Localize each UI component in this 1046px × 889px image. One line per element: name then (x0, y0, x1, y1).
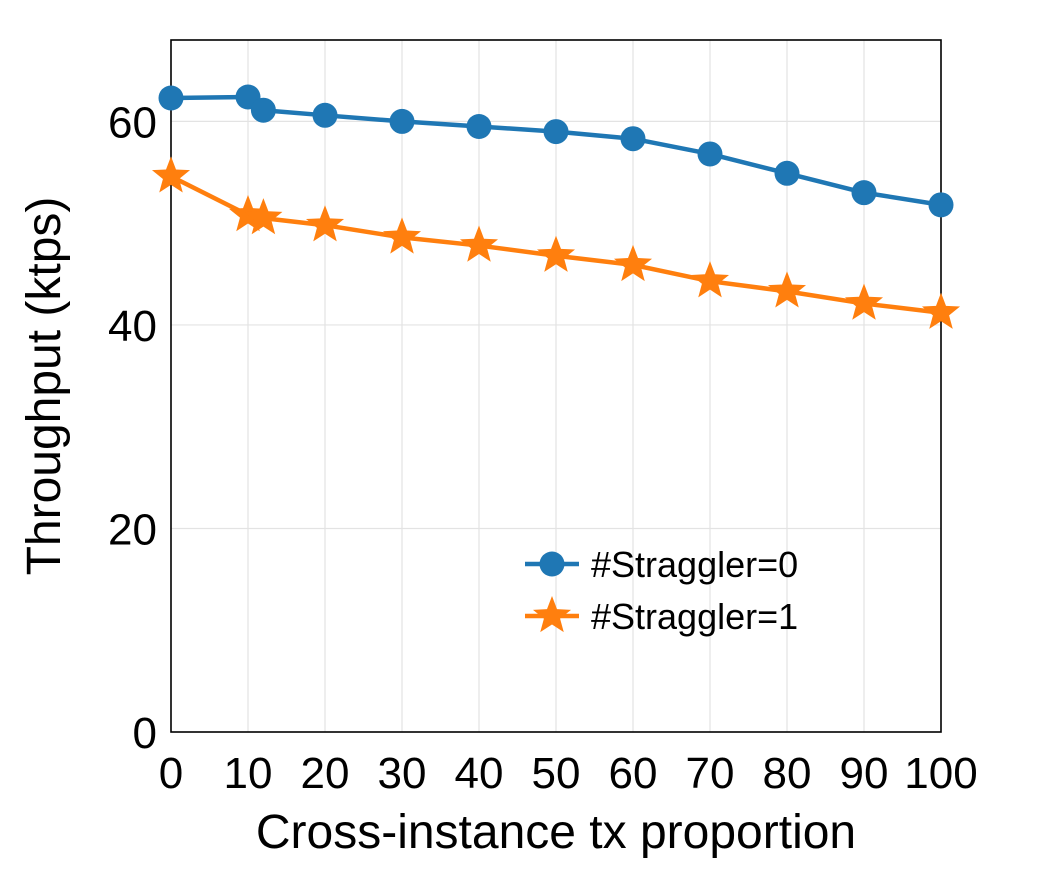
legend-marker-star (532, 596, 572, 633)
grid-lines (171, 40, 941, 732)
plot-frame (170, 39, 942, 733)
legend-marker-circle (539, 551, 565, 577)
data-point-circle (543, 119, 569, 145)
data-point-circle (774, 160, 800, 186)
x-tick-label: 30 (378, 749, 427, 798)
x-tick-label: 60 (609, 749, 658, 798)
y-tick-label: 60 (108, 98, 157, 147)
series-group (151, 156, 961, 329)
y-tick-label: 40 (108, 302, 157, 351)
legend-label: #Straggler=0 (591, 544, 798, 585)
x-tick-label: 90 (840, 749, 889, 798)
data-point-circle (250, 97, 276, 123)
data-point-circle (312, 102, 338, 128)
data-point-star (844, 283, 884, 320)
x-tick-label: 80 (763, 749, 812, 798)
x-tick-label: 0 (159, 749, 183, 798)
legend-entry: #Straggler=1 (525, 596, 798, 637)
data-point-circle (466, 114, 492, 139)
x-tick-label: 70 (686, 749, 735, 798)
y-axis-title: Throughput (ktps) (18, 197, 71, 576)
legend: #Straggler=0 #Straggler=1 (525, 544, 798, 637)
data-point-star (244, 198, 283, 235)
data-point-circle (620, 126, 646, 152)
x-tick-label: 10 (224, 749, 273, 798)
data-point-circle (851, 180, 877, 206)
data-point-star (382, 217, 422, 254)
data-point-star (305, 205, 345, 242)
legend-label: #Straggler=1 (591, 596, 798, 637)
series-group (158, 84, 954, 218)
data-point-star (613, 244, 653, 282)
data-point-star (690, 261, 730, 298)
y-tick-label: 0 (133, 709, 157, 758)
x-tick-label: 40 (455, 749, 504, 798)
series-layer (151, 84, 961, 329)
data-point-star (459, 225, 499, 262)
data-point-star (536, 235, 576, 272)
data-point-circle (697, 141, 723, 167)
data-point-star (767, 271, 807, 308)
tick-labels: 0 10 20 30 40 50 60 70 80 90 100 0 20 40 60 (108, 98, 978, 798)
y-tick-label: 20 (108, 505, 157, 554)
data-point-star (921, 292, 961, 329)
data-point-circle (389, 108, 415, 134)
legend-entry: #Straggler=0 (525, 544, 798, 585)
data-point-star (151, 156, 191, 193)
data-point-circle (158, 85, 184, 111)
x-tick-label: 50 (532, 749, 581, 798)
x-tick-label: 20 (301, 749, 350, 798)
x-tick-label: 100 (904, 749, 977, 798)
x-axis-title: Cross-instance tx proportion (256, 806, 856, 859)
data-point-circle (928, 192, 954, 218)
